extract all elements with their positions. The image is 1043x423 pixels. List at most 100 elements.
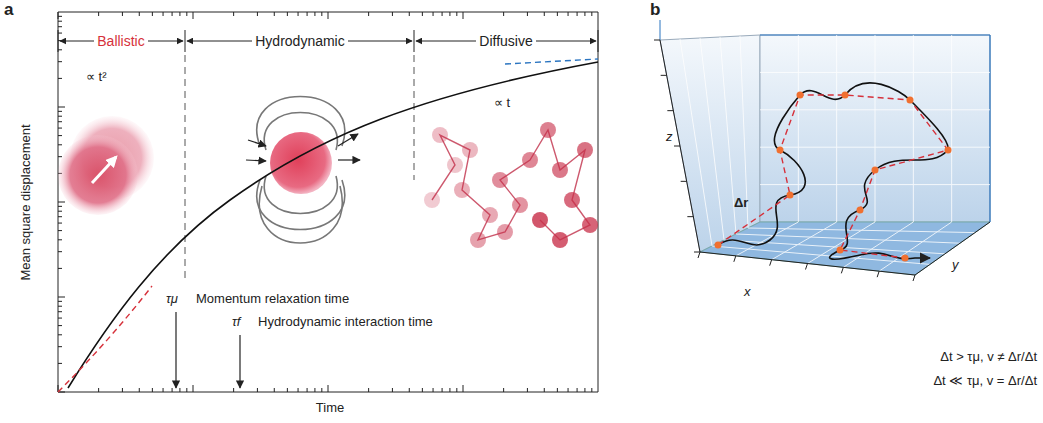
- axes: [58, 12, 598, 392]
- tick: [544, 388, 545, 392]
- sample-dot: [797, 92, 804, 99]
- panel-letter: b: [650, 0, 660, 20]
- tick: [58, 128, 62, 129]
- box-axes: [660, 40, 990, 275]
- tick: [58, 239, 62, 240]
- tick: [58, 306, 62, 307]
- tick: [422, 12, 423, 16]
- diffusive-fit: [505, 59, 598, 64]
- tick: [544, 12, 545, 16]
- walk-particle: [482, 207, 498, 223]
- ballistic-fit: [58, 286, 152, 392]
- tick: [58, 346, 62, 347]
- walk-particle: [552, 232, 568, 248]
- tick: [698, 252, 700, 258]
- tick: [591, 388, 592, 392]
- sample-dot: [787, 192, 794, 199]
- tick: [667, 110, 673, 111]
- tick: [557, 12, 558, 16]
- tick: [770, 260, 772, 266]
- tick: [314, 388, 315, 392]
- walk-particle: [424, 192, 440, 208]
- tick: [58, 318, 62, 319]
- grid-line: [879, 222, 952, 271]
- regime-label: Ballistic: [94, 33, 147, 49]
- flow-streamlines: [257, 97, 345, 244]
- tick: [409, 388, 410, 392]
- tick: [328, 12, 329, 19]
- tick: [58, 325, 62, 326]
- walk-particle: [540, 122, 556, 138]
- tick: [584, 12, 585, 16]
- tick: [152, 388, 153, 392]
- tick: [58, 116, 62, 117]
- tick: [328, 385, 329, 392]
- tick: [58, 216, 62, 217]
- grid-line: [724, 240, 945, 254]
- tick: [307, 388, 308, 392]
- sample-dot: [837, 247, 844, 254]
- tick: [568, 12, 569, 16]
- tick: [58, 301, 62, 302]
- grid-line: [798, 35, 799, 222]
- tick: [661, 75, 667, 76]
- tick: [368, 12, 369, 16]
- msd-curve: [68, 62, 598, 388]
- panel-letter: a: [4, 0, 13, 20]
- tick: [449, 12, 450, 16]
- displacement-label: Δr: [734, 196, 748, 211]
- tick: [456, 388, 457, 392]
- tick: [654, 40, 660, 41]
- walk-particle: [564, 192, 580, 208]
- tick: [392, 388, 393, 392]
- tick: [58, 297, 65, 298]
- tick: [58, 211, 62, 212]
- grid-line: [836, 35, 837, 222]
- tick: [503, 388, 504, 392]
- tick: [463, 12, 464, 19]
- walk-particle: [470, 232, 486, 248]
- tick: [274, 388, 275, 392]
- tick: [58, 61, 62, 62]
- tick: [913, 275, 915, 281]
- sample-dot: [902, 255, 909, 262]
- box-3d: [660, 20, 990, 275]
- tick: [163, 388, 164, 392]
- tick: [58, 33, 62, 34]
- tick: [58, 206, 62, 207]
- tick: [58, 16, 62, 17]
- tick: [58, 363, 62, 364]
- tick: [179, 12, 180, 16]
- tick: [58, 21, 62, 22]
- time-label: Momentum relaxation time: [196, 292, 349, 307]
- tick: [527, 12, 528, 16]
- walk-particle: [532, 212, 548, 228]
- tau-f-arrow: [239, 335, 240, 388]
- tick: [877, 271, 879, 277]
- tick: [193, 385, 194, 392]
- tick: [122, 12, 123, 16]
- tick: [577, 388, 578, 392]
- tick: [186, 12, 187, 16]
- tick: [98, 12, 99, 16]
- tick: [233, 388, 234, 392]
- tick: [433, 388, 434, 392]
- tick: [58, 144, 62, 145]
- grid-line: [760, 184, 990, 185]
- tick: [841, 267, 843, 273]
- tick: [179, 388, 180, 392]
- time-label: Hydrodynamic interaction time: [258, 315, 433, 330]
- tick: [321, 388, 322, 392]
- sample-dot: [907, 97, 914, 104]
- true-trajectory: [718, 83, 948, 259]
- tick: [674, 146, 680, 147]
- tick: [58, 26, 62, 27]
- tick: [463, 385, 464, 392]
- sample-dot: [872, 167, 879, 174]
- axis-label: z: [666, 130, 673, 145]
- regime-label: Hydrodynamic: [252, 33, 347, 49]
- tick: [557, 388, 558, 392]
- regime-label: Diffusive: [476, 33, 535, 49]
- region-arrows: [58, 30, 598, 52]
- time-symbol: τf: [232, 315, 240, 330]
